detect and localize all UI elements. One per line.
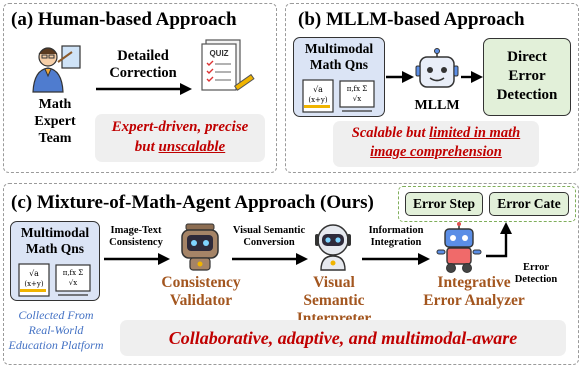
panel-b-arrow-1: [386, 71, 414, 83]
svg-text:√a: √a: [313, 85, 323, 94]
panel-b-note-line1: Scalable but limited in math: [333, 124, 539, 143]
svg-text:√x: √x: [69, 279, 77, 287]
expert-label: Math Expert Team: [34, 97, 76, 146]
panel-c-arrow-1: [104, 253, 170, 265]
panel-mixture-of-agents: [3, 183, 579, 365]
panel-a-note-prefix: but: [134, 139, 159, 155]
panel-a-note-line1: Expert-driven, precise: [111, 119, 249, 135]
source-note: Collected From Real-World Education Plat…: [8, 308, 104, 352]
svg-text:(x+y): (x+y): [24, 280, 43, 288]
arrow-label-consistency: Image-Text Consistency: [109, 225, 163, 248]
panel-b-note-text: Scalable but limited in math image compr…: [333, 124, 539, 162]
agent-integrative-error-analyzer: Integrative Error Analyzer: [423, 274, 525, 309]
panel-b-input-label: Multimodal Math Qns: [304, 41, 374, 72]
error-step-box: Error Step: [405, 192, 483, 216]
panel-b-note-underlined-1: limited in math: [429, 125, 521, 141]
panel-a-note-underlined: unscalable: [158, 139, 226, 155]
svg-text:(x+y): (x+y): [308, 96, 327, 104]
panel-c-arrow-3: [362, 253, 430, 265]
panel-b-title: (b) MLLM-based Approach: [298, 9, 525, 30]
visual-semantic-interpreter-robot-icon: [315, 224, 351, 271]
panel-c-note-text: Collaborative, adaptive, and multimodal-…: [168, 328, 518, 348]
direct-error-detection-box: [483, 38, 571, 116]
panel-c-title: (c) Mixture-of-Math-Agent Approach (Ours…: [11, 192, 374, 213]
panel-a-title: (a) Human-based Approach: [11, 9, 237, 30]
panel-c-note: [120, 320, 566, 356]
panel-a-note: [95, 114, 265, 162]
panel-mllm-based: [285, 3, 579, 173]
detailed-correction-label: Detailed Correction: [109, 48, 177, 81]
mllm-label: MLLM: [414, 98, 460, 113]
svg-text:π,fx Σ: π,fx Σ: [347, 85, 368, 93]
arrow-label-error-detection: Error Detection: [514, 262, 558, 285]
error-output-group: [398, 186, 576, 222]
mllm-robot-icon: [415, 48, 459, 88]
panel-b-note-prefix: Scalable but: [351, 125, 430, 141]
correction-arrow: [96, 83, 192, 95]
panel-c-input-label: Multimodal Math Qns: [20, 225, 90, 256]
panel-c-arrow-4: [486, 222, 512, 258]
panel-b-note: [333, 121, 539, 167]
integrative-error-analyzer-robot-icon: [436, 222, 482, 273]
math-teacher-icon: [32, 45, 81, 93]
error-cate-box: Error Cate: [489, 192, 569, 216]
math-document-icon: √a (x+y) π,fx Σ √x: [18, 263, 91, 297]
direct-error-detection-label: Direct Error Detection: [496, 49, 558, 103]
panel-c-arrow-2: [232, 253, 308, 265]
consistency-validator-robot-icon: [181, 223, 219, 271]
quiz-sheet-icon: QUIZ: [201, 39, 255, 91]
panel-a-note-text: Expert-driven, precise but unscalable: [95, 117, 265, 157]
arrow-label-information: Information Integration: [368, 225, 424, 248]
panel-human-based: [3, 3, 277, 173]
svg-text:√a: √a: [29, 269, 39, 278]
arrow-label-visual-semantic: Visual Semantic Conversion: [232, 225, 306, 248]
svg-text:√x: √x: [353, 95, 361, 103]
panel-a-note-line2: but unscalable: [95, 137, 265, 157]
panel-b-arrow-2: [461, 71, 483, 83]
agent-consistency-validator: Consistency Validator: [161, 274, 241, 309]
panel-b-note-underlined-2: image comprehension: [370, 144, 502, 160]
quiz-label: QUIZ: [209, 49, 228, 58]
svg-text:π,fx Σ: π,fx Σ: [63, 269, 84, 277]
math-document-icon: √a (x+y) π,fx Σ √x: [302, 79, 375, 113]
